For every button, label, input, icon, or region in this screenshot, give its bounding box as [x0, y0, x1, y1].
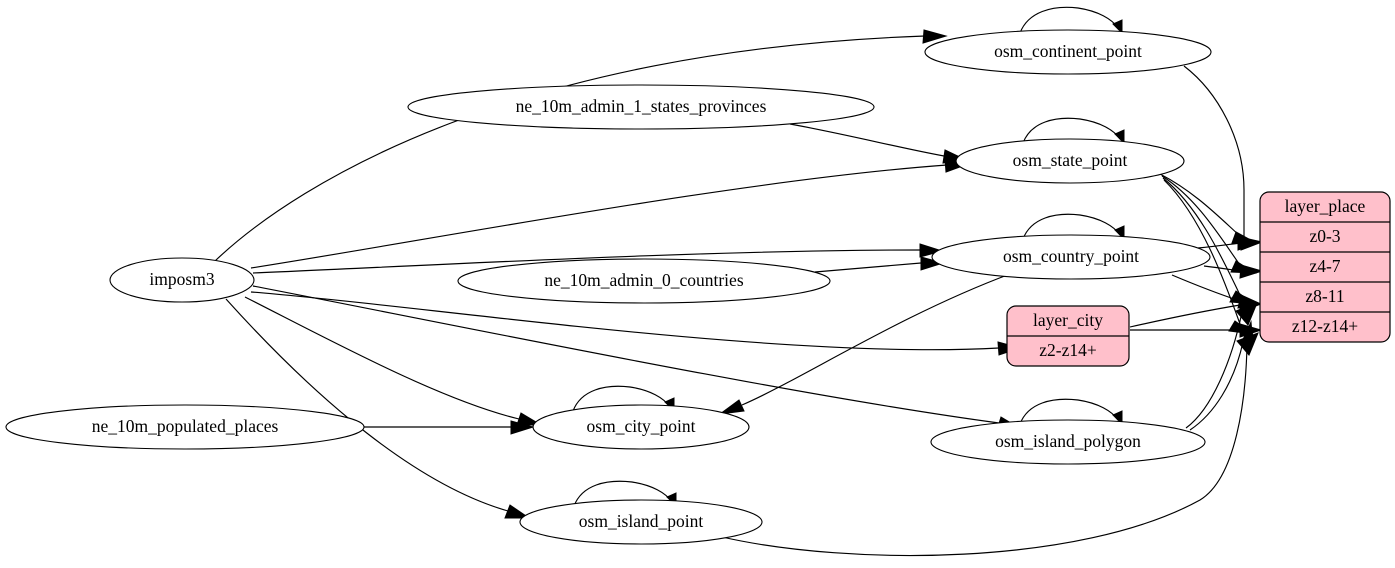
- record-layer-place[interactable]: layer_place z0-3 z4-7 z8-11 z12-z14+: [1259, 191, 1391, 343]
- node-osm-state-point-shape[interactable]: [955, 138, 1185, 184]
- record-layer-city[interactable]: layer_city z2-z14+: [1006, 305, 1130, 367]
- node-imposm3-label: imposm3: [149, 269, 214, 289]
- node-osm-island-point-label: osm_island_point: [579, 511, 704, 531]
- edge-ne-populated-places-to-osm-city-point: [364, 420, 535, 435]
- edge-osm-country-point-to-osm-city-point: [718, 273, 1011, 415]
- edge-osm-island-point-to-layer-place-z12: [721, 320, 1254, 557]
- node-osm-continent-point-label: osm_continent_point: [994, 41, 1142, 61]
- node-osm-island-polygon-label: osm_island_polygon: [995, 431, 1141, 451]
- node-imposm3[interactable]: imposm3: [109, 257, 255, 303]
- node-ne-10m-admin-1-states-provinces-shape[interactable]: [407, 84, 875, 130]
- edge-osm-island-polygon-to-layer-place-z8-11: [1185, 302, 1258, 429]
- node-osm-city-point-shape[interactable]: [532, 404, 750, 450]
- edge-self-loop-osm-state-point: [1022, 117, 1125, 145]
- edge-imposm3-to-osm-city-point: [244, 296, 543, 426]
- record-layer-place-box[interactable]: [1259, 191, 1391, 343]
- edge-self-loop-osm-island-polygon: [1019, 398, 1123, 426]
- edge-self-loop-osm-continent-point: [1019, 6, 1123, 35]
- node-osm-island-point-shape[interactable]: [519, 499, 763, 545]
- record-layer-place-row-z4-7-label: z4-7: [1309, 256, 1340, 276]
- edge-imposm3-to-osm-continent-point: [214, 29, 948, 262]
- node-osm-country-point-shape[interactable]: [931, 234, 1211, 280]
- node-ne-10m-admin-0-countries-label: ne_10m_admin_0_countries: [544, 270, 743, 290]
- node-osm-island-point[interactable]: osm_island_point: [519, 499, 763, 545]
- record-layer-place-row-z12-label: z12-z14+: [1292, 316, 1358, 336]
- record-layer-city-row-z2-label: z2-z14+: [1039, 340, 1097, 360]
- node-ne-10m-admin-0-countries[interactable]: ne_10m_admin_0_countries: [457, 258, 831, 304]
- edge-layer-city-to-layer-place-z12: [1130, 323, 1263, 338]
- node-osm-island-polygon-shape[interactable]: [930, 419, 1206, 465]
- node-ne-10m-populated-places-label: ne_10m_populated_places: [92, 416, 279, 436]
- edge-osm-country-point-to-layer-place-z0-3: [1197, 236, 1264, 251]
- record-layer-place-row-z0-3-label: z0-3: [1309, 226, 1340, 246]
- edge-osm-island-polygon-to-layer-place-z12: [1189, 332, 1259, 431]
- edge-imposm3-to-osm-state-point: [250, 158, 970, 269]
- node-layer: imposm3 ne_10m_admin_1_states_provinces …: [5, 29, 1212, 545]
- node-osm-country-point[interactable]: osm_country_point: [931, 234, 1211, 280]
- node-osm-continent-point-shape[interactable]: [924, 29, 1212, 75]
- edge-self-loop-osm-country-point: [1022, 213, 1125, 241]
- record-layer-place-row-z8-11-label: z8-11: [1305, 286, 1344, 306]
- edge-ne-admin0-to-osm-country-point: [814, 256, 945, 273]
- node-osm-island-polygon[interactable]: osm_island_polygon: [930, 419, 1206, 465]
- edge-ne-admin1-to-osm-state-point: [789, 123, 968, 164]
- record-layer-place-header-label: layer_place: [1285, 196, 1366, 216]
- node-ne-10m-admin-1-states-provinces-label: ne_10m_admin_1_states_provinces: [516, 96, 767, 116]
- node-ne-10m-admin-1-states-provinces[interactable]: ne_10m_admin_1_states_provinces: [407, 84, 875, 130]
- node-osm-state-point-label: osm_state_point: [1013, 150, 1128, 170]
- edge-layer: [214, 6, 1264, 557]
- node-osm-city-point[interactable]: osm_city_point: [532, 404, 750, 450]
- node-osm-continent-point[interactable]: osm_continent_point: [924, 29, 1212, 75]
- node-osm-state-point[interactable]: osm_state_point: [955, 138, 1185, 184]
- node-osm-country-point-label: osm_country_point: [1003, 246, 1139, 266]
- edge-osm-country-point-to-layer-place-z4-7: [1203, 264, 1264, 279]
- node-ne-10m-admin-0-countries-shape[interactable]: [457, 258, 831, 304]
- record-layer-city-header-label: layer_city: [1033, 310, 1103, 330]
- node-osm-city-point-label: osm_city_point: [587, 416, 696, 436]
- node-ne-10m-populated-places-shape[interactable]: [5, 404, 365, 450]
- node-imposm3-shape[interactable]: [109, 257, 255, 303]
- record-layer: layer_place z0-3 z4-7 z8-11 z12-z14+ lay…: [1006, 191, 1391, 367]
- node-ne-10m-populated-places[interactable]: ne_10m_populated_places: [5, 404, 365, 450]
- edge-imposm3-to-osm-country-point: [252, 243, 944, 274]
